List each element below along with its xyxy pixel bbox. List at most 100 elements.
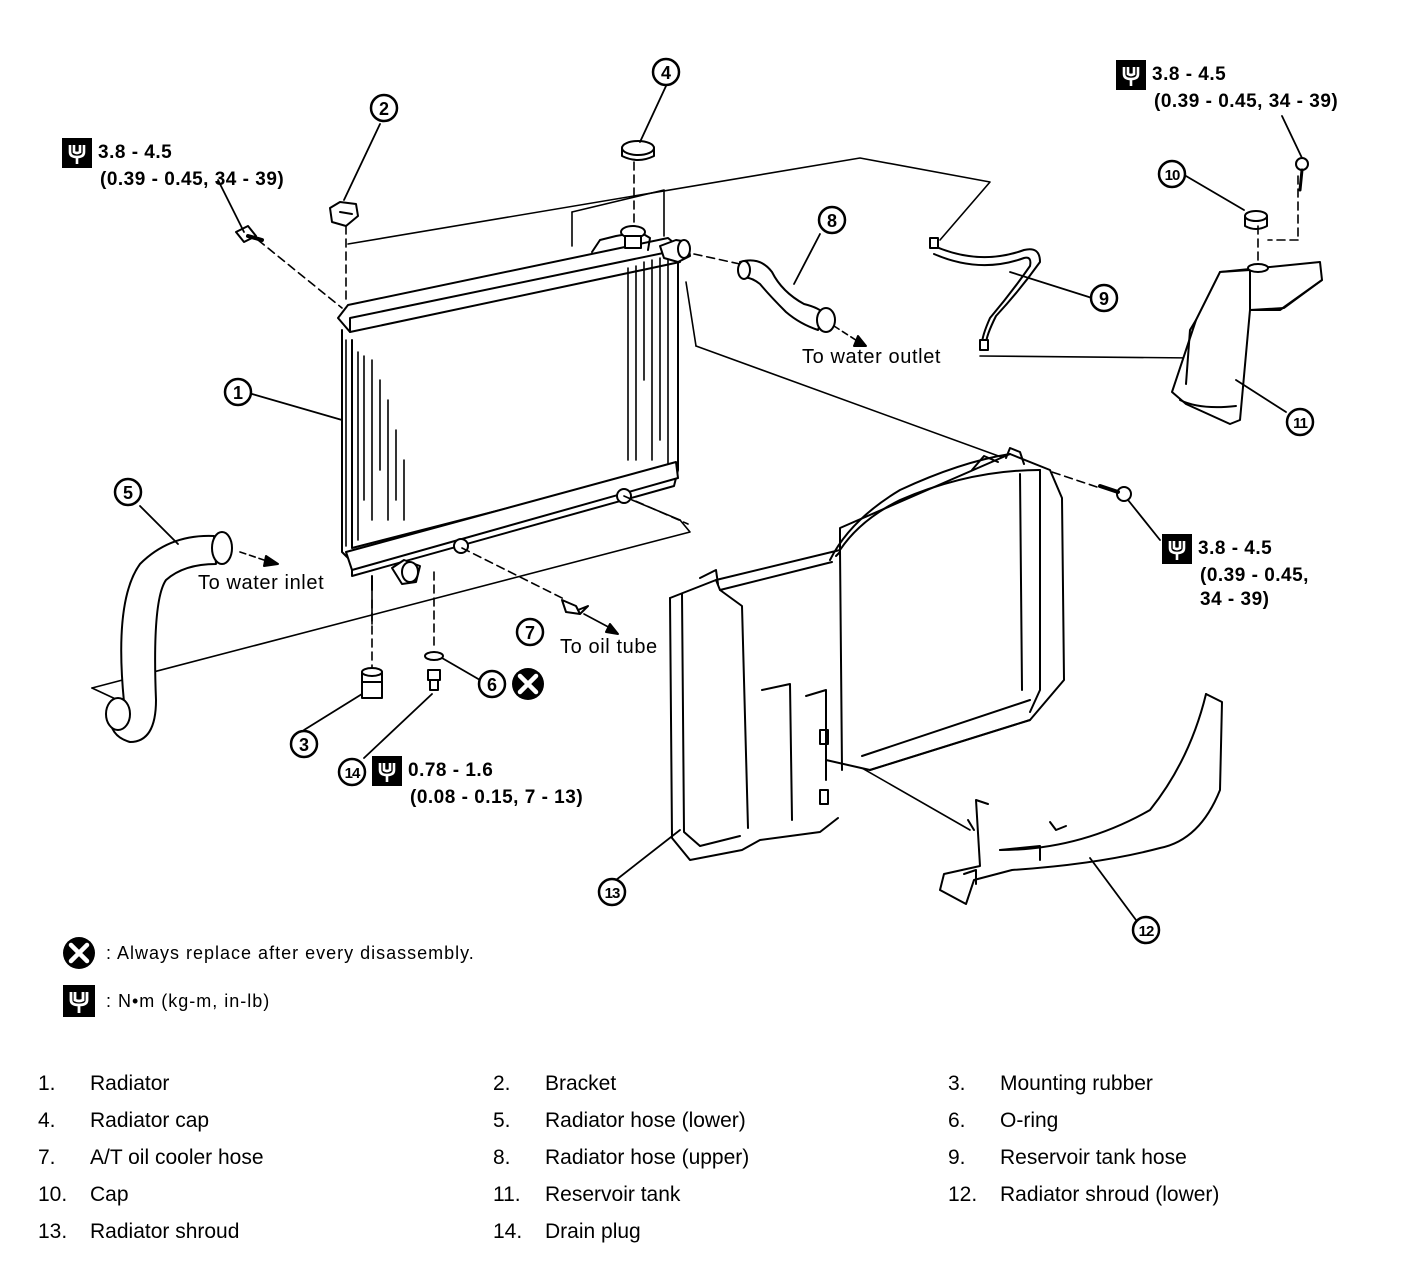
part-number: 7. [38, 1146, 56, 1169]
part-number: 14. [493, 1220, 523, 1243]
radiator [337, 225, 691, 591]
svg-text:1: 1 [233, 383, 243, 403]
part-name: Cap [90, 1183, 129, 1206]
svg-text:10: 10 [1165, 167, 1180, 184]
part-name: Reservoir tank [545, 1183, 681, 1206]
torque-value: 3.8 - 4.5 [98, 142, 173, 163]
parts-list-item: 1. Radiator [38, 1072, 493, 1096]
bracket [329, 201, 359, 227]
part-number: 8. [493, 1146, 511, 1169]
callout-1: 1 [223, 377, 253, 407]
part-number: 1. [38, 1072, 56, 1095]
parts-list-item: 10. Cap [38, 1183, 493, 1207]
parts-list-item: 9. Reservoir tank hose [948, 1146, 1378, 1170]
parts-list-item: 2. Bracket [493, 1072, 948, 1096]
to-oil-tube-label: To oil tube [560, 636, 658, 658]
part-name: A/T oil cooler hose [90, 1146, 264, 1169]
part-number: 13. [38, 1220, 68, 1243]
torque-value: 3.8 - 4.5 [1152, 64, 1227, 85]
torque-sub-2: 34 - 39) [1200, 589, 1270, 610]
callout-13: 13 [597, 877, 627, 907]
parts-list-item: 8. Radiator hose (upper) [493, 1146, 948, 1170]
mounting-rubber [361, 667, 383, 699]
torque-spec-bracket: 3.8 - 4.5 (0.39 - 0.45, 34 - 39) [62, 138, 284, 192]
callout-5: 5 [113, 477, 143, 507]
legend-replace: : Always replace after every disassembly… [62, 936, 475, 970]
parts-list-item: 13.Radiator shroud [38, 1220, 493, 1244]
torque-spec-reservoir: 3.8 - 4.5 (0.39 - 0.45, 34 - 39) [1116, 60, 1338, 114]
leader-lines [139, 85, 1303, 921]
callout-2: 2 [369, 93, 399, 123]
parts-list-item: 3. Mounting rubber [948, 1072, 1378, 1096]
reservoir-tank [1171, 261, 1323, 425]
upper-hose [737, 259, 836, 333]
part-name: Drain plug [545, 1220, 641, 1243]
part-name: Bracket [545, 1072, 617, 1095]
parts-list-item: 14. Drain plug [493, 1220, 948, 1244]
torque-sub: (0.08 - 0.15, 7 - 13) [410, 787, 584, 808]
parts-list-item: 12.Radiator shroud (lower) [948, 1183, 1378, 1207]
torque-wrench-icon [372, 756, 402, 786]
part-number: 10. [38, 1183, 68, 1206]
torque-wrench-icon [62, 138, 92, 168]
part-name: Mounting rubber [1000, 1072, 1153, 1095]
torque-wrench-icon [1162, 534, 1192, 564]
svg-text:9: 9 [1099, 289, 1109, 309]
callout-10: 10 [1157, 159, 1187, 189]
parts-list-item: 6. O-ring [948, 1109, 1378, 1133]
torque-sub-1: (0.39 - 0.45, [1200, 565, 1309, 586]
part-number: 5. [493, 1109, 511, 1132]
lower-hose [105, 531, 233, 743]
part-name: O-ring [1000, 1109, 1059, 1132]
torque-wrench-icon [1116, 60, 1146, 90]
lower-shroud [939, 693, 1223, 905]
part-number: 2. [493, 1072, 511, 1095]
callout-3: 3 [289, 729, 319, 759]
svg-text:5: 5 [123, 483, 133, 503]
parts-list-item: 5.Radiator hose (lower) [493, 1109, 948, 1133]
part-number: 3. [948, 1072, 966, 1095]
torque-value: 3.8 - 4.5 [1198, 538, 1273, 559]
to-water-outlet-label: To water outlet [802, 346, 942, 368]
svg-text:6: 6 [487, 675, 497, 695]
radiator-shroud [669, 447, 1065, 861]
callout-7: 7 [515, 617, 545, 647]
parts-list-item: 11.Reservoir tank [493, 1183, 948, 1207]
torque-wrench-icon [63, 985, 95, 1017]
callout-11: 11 [1285, 407, 1315, 437]
svg-text:12: 12 [1139, 923, 1154, 940]
part-number: 6. [948, 1109, 966, 1132]
shroud-bolt [1098, 484, 1132, 502]
o-ring [424, 651, 444, 661]
reservoir-hose [929, 237, 1041, 351]
parts-list: 1. Radiator 2. Bracket 3. Mounting rubber 4… [38, 1072, 1378, 1244]
radiator-cap [621, 140, 655, 161]
callout-12: 12 [1131, 915, 1161, 945]
reference-lines [91, 157, 1197, 831]
replace-icon [512, 668, 544, 700]
callout-4: 4 [651, 57, 681, 87]
svg-text:13: 13 [605, 885, 620, 902]
replace-icon [63, 937, 95, 969]
parts-list-item: 4. Radiator cap [38, 1109, 493, 1133]
part-name: Radiator cap [90, 1109, 210, 1132]
torque-value: 0.78 - 1.6 [408, 760, 494, 781]
to-water-inlet-label: To water inlet [198, 572, 325, 594]
svg-text:3: 3 [299, 735, 309, 755]
torque-sub: (0.39 - 0.45, 34 - 39) [100, 169, 285, 190]
svg-text:8: 8 [827, 211, 837, 231]
callout-8: 8 [817, 205, 847, 235]
svg-text:14: 14 [345, 765, 361, 782]
part-number: 9. [948, 1146, 966, 1169]
torque-spec-shroud: 3.8 - 4.5 (0.39 - 0.45, 34 - 39) [1162, 534, 1309, 612]
part-name: Reservoir tank hose [1000, 1146, 1187, 1169]
callout-14: 14 [337, 757, 367, 787]
part-name: Radiator hose (upper) [545, 1146, 750, 1169]
svg-text:7: 7 [525, 623, 535, 643]
part-name: Radiator [90, 1072, 170, 1095]
parts-list-item: 7. A/T oil cooler hose [38, 1146, 493, 1170]
callout-9: 9 [1089, 283, 1119, 313]
part-number: 4. [38, 1109, 56, 1132]
legend-torque: : N•m (kg-m, in-lb) [62, 984, 270, 1018]
assembly-lines [257, 161, 1299, 669]
